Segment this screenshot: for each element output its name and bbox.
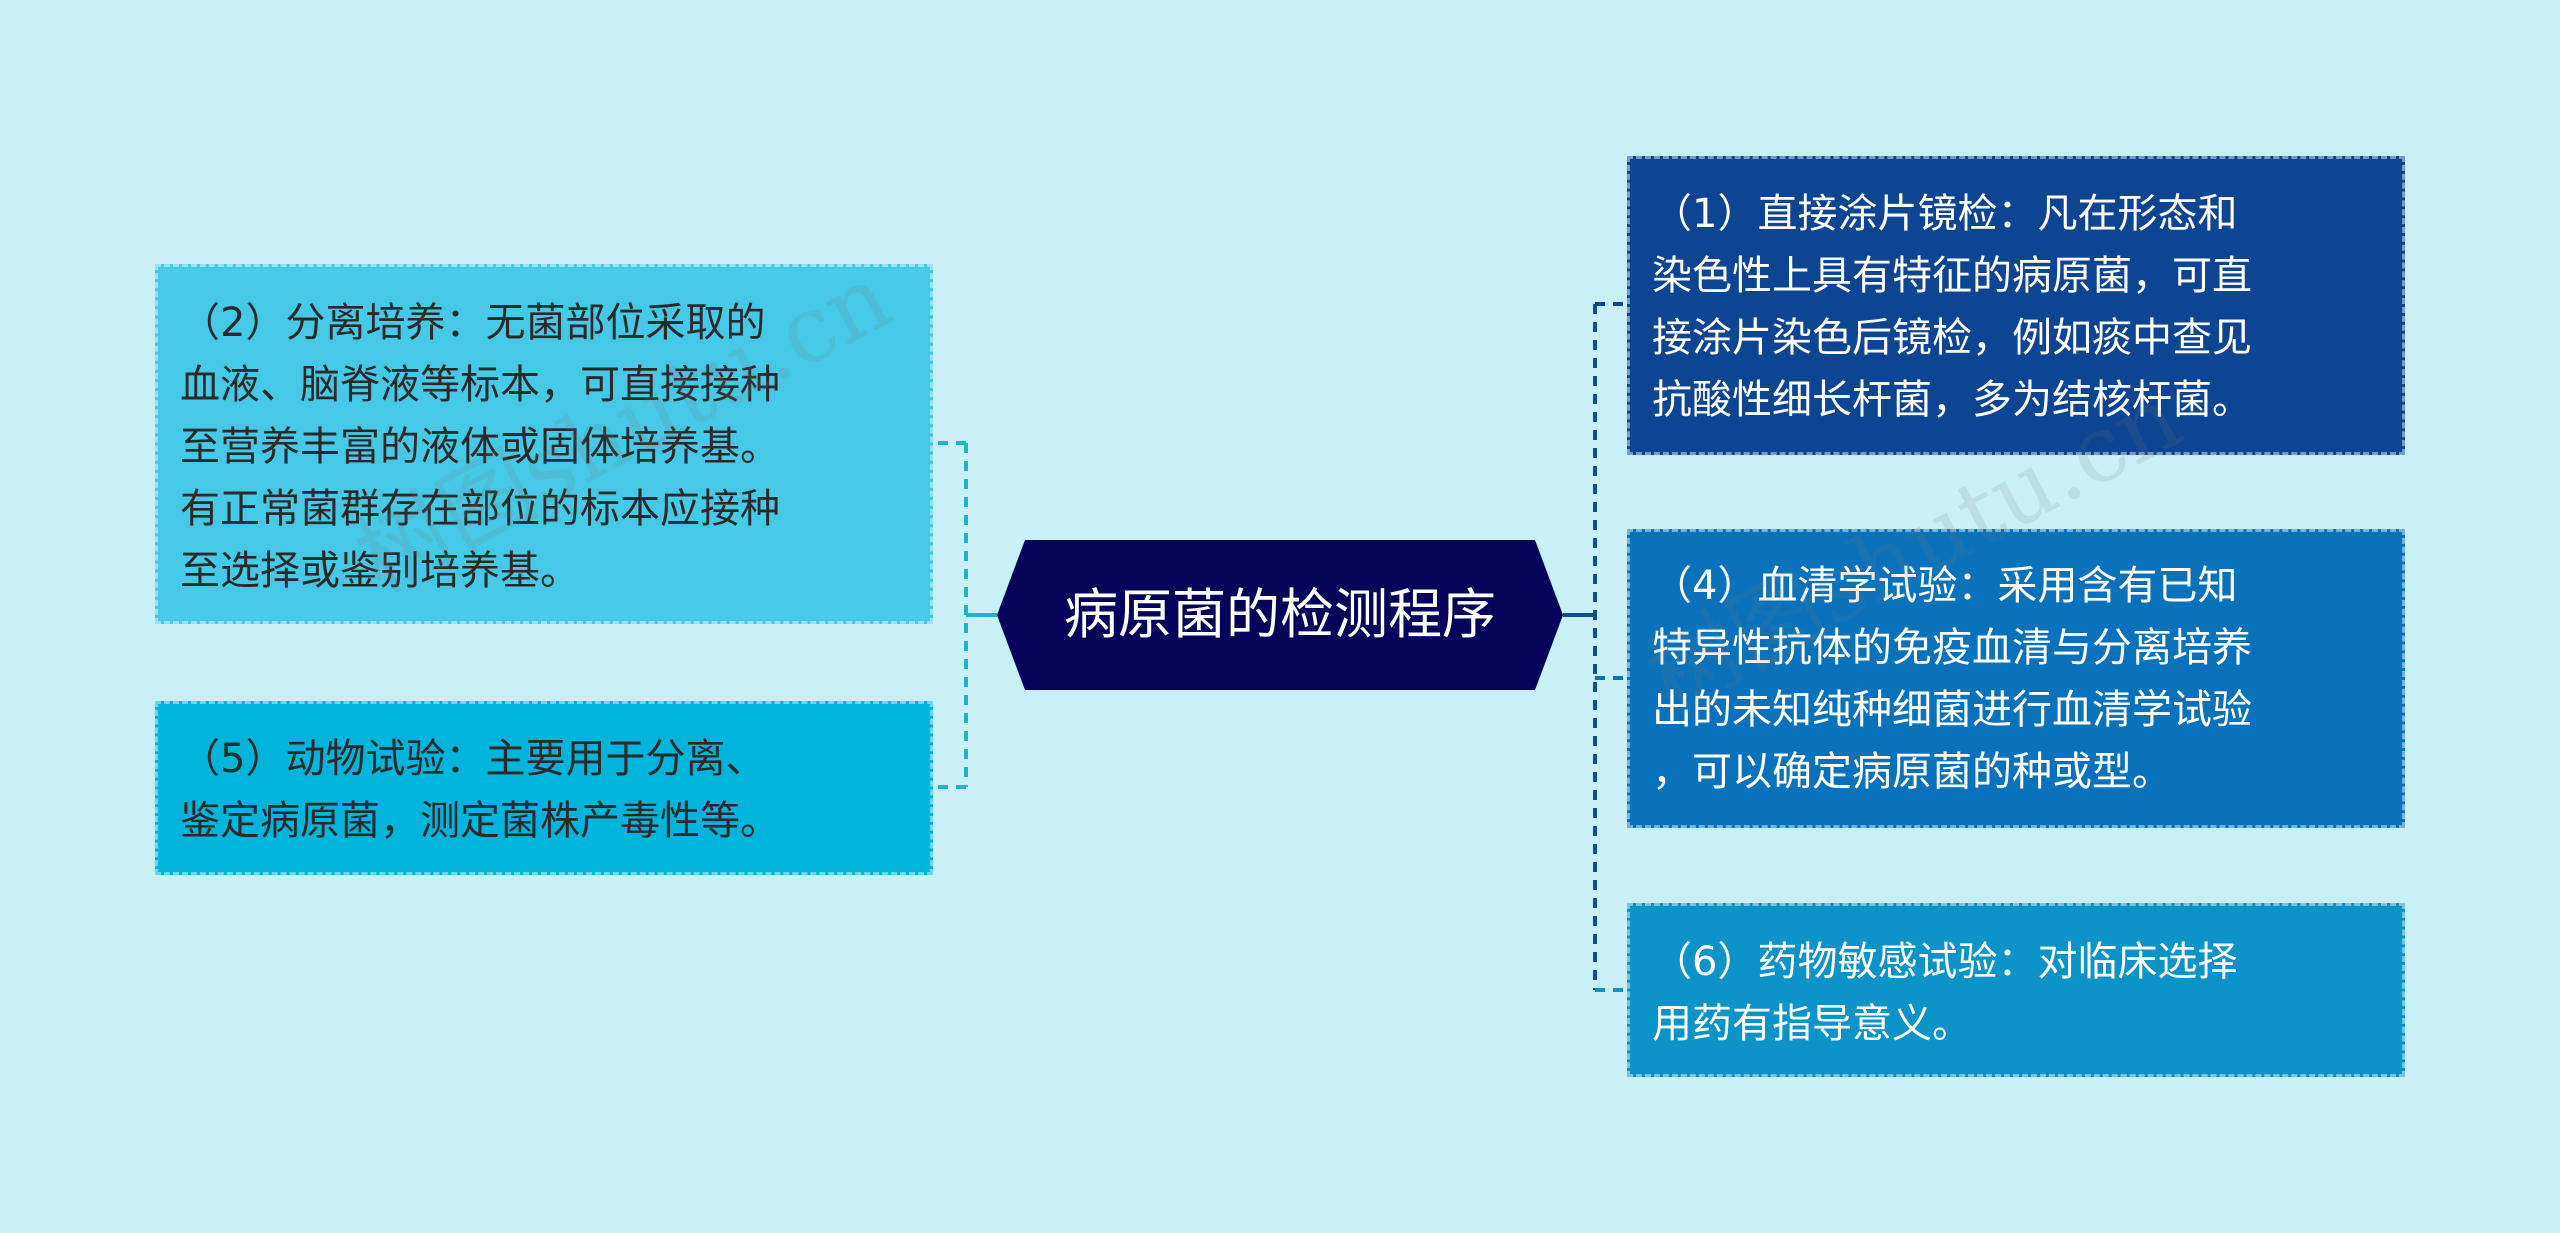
node-text: （6）药物敏感试验：对临床选择 用药有指导意义。: [1652, 939, 2238, 1047]
node-text: （1）直接涂片镜检：凡在形态和 染色性上具有特征的病原菌，可直 接涂片染色后镜检…: [1652, 191, 2252, 423]
node-text: （2）分离培养：无菌部位采取的 血液、脑脊液等标本，可直接接种 至营养丰富的液体…: [180, 300, 780, 594]
node-separation-culture[interactable]: （2）分离培养：无菌部位采取的 血液、脑脊液等标本，可直接接种 至营养丰富的液体…: [155, 264, 933, 624]
center-topic[interactable]: 病原菌的检测程序: [997, 540, 1563, 690]
node-text: （4）血清学试验：采用含有已知 特异性抗体的免疫血清与分离培养 出的未知纯种细菌…: [1652, 563, 2252, 795]
center-hexagon-shape: [997, 540, 1563, 690]
center-title: 病原菌的检测程序: [1064, 583, 1496, 646]
node-text: （5）动物试验：主要用于分离、 鉴定病原菌，测定菌株产毒性等。: [180, 736, 780, 844]
node-animal-test[interactable]: （5）动物试验：主要用于分离、 鉴定病原菌，测定菌株产毒性等。: [155, 701, 933, 875]
node-serology-test[interactable]: （4）血清学试验：采用含有已知 特异性抗体的免疫血清与分离培养 出的未知纯种细菌…: [1627, 529, 2405, 828]
node-direct-smear[interactable]: （1）直接涂片镜检：凡在形态和 染色性上具有特征的病原菌，可直 接涂片染色后镜检…: [1627, 156, 2405, 455]
node-drug-sensitivity[interactable]: （6）药物敏感试验：对临床选择 用药有指导意义。: [1627, 903, 2405, 1077]
